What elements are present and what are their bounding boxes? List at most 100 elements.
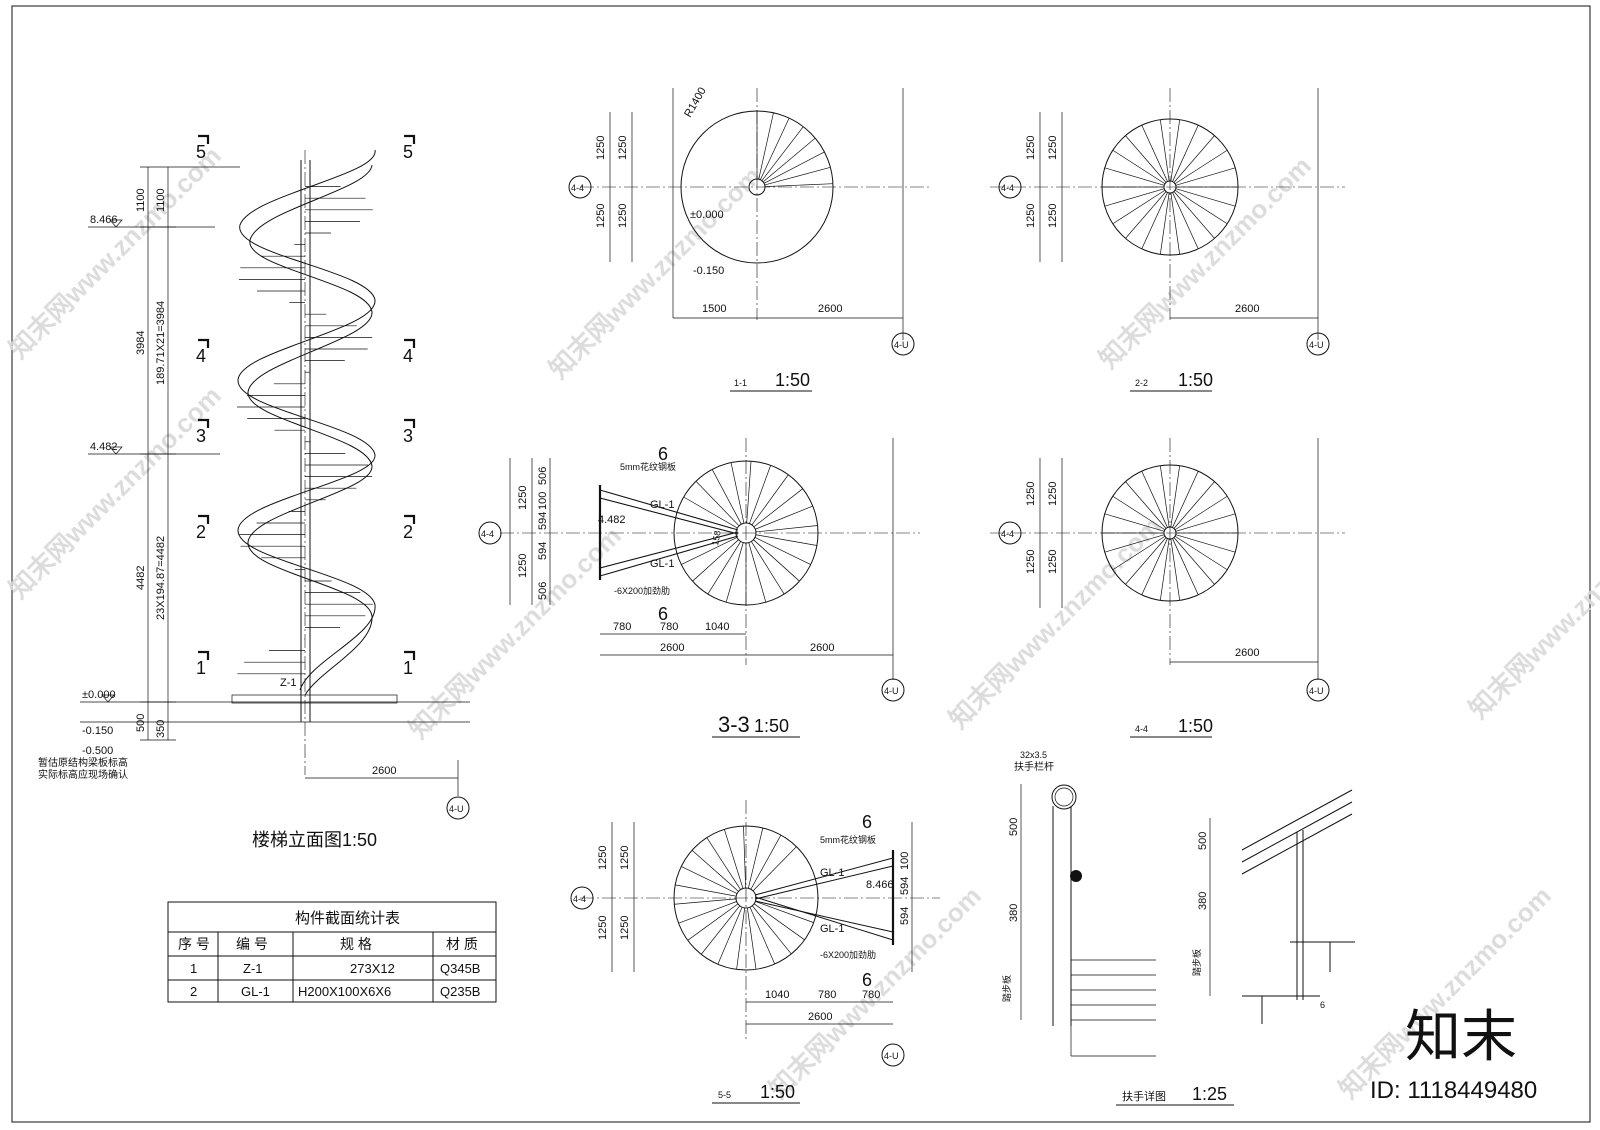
watermark-text: 知末网www.znzmo.com bbox=[1093, 150, 1317, 374]
section-mark: 6 bbox=[658, 444, 668, 464]
tread-line bbox=[700, 905, 741, 955]
tread-line bbox=[761, 126, 804, 181]
tread-line bbox=[1173, 191, 1215, 239]
tread-line bbox=[764, 183, 833, 188]
dim-label: 4482 bbox=[135, 566, 147, 590]
dim-label: 1250 bbox=[517, 554, 529, 578]
dim-label: 500 bbox=[1197, 832, 1209, 850]
dim-label: 1250 bbox=[617, 204, 629, 228]
dim-label: 780 bbox=[613, 621, 631, 633]
grid-label: 4-4 bbox=[1001, 529, 1014, 539]
dim-label: 1250 bbox=[595, 136, 607, 160]
tread-line bbox=[1125, 537, 1167, 585]
dim-label: 2600 bbox=[372, 765, 396, 777]
table-header: 材 质 bbox=[446, 936, 478, 952]
dim-label: 100 bbox=[899, 852, 911, 870]
dim-label: 350 bbox=[155, 720, 167, 738]
tread-line bbox=[1175, 513, 1236, 532]
tread-line bbox=[1174, 495, 1228, 531]
tread-line bbox=[755, 505, 813, 530]
dim-label: 594 bbox=[899, 907, 911, 925]
dim-label: 1250 bbox=[1047, 204, 1059, 228]
caption-small: 1-1 bbox=[734, 378, 747, 388]
dim-label: 1250 bbox=[1047, 550, 1059, 574]
dim-label: 500 bbox=[135, 714, 147, 732]
tread-line bbox=[752, 905, 792, 955]
weld-mark: 6 bbox=[1320, 1000, 1325, 1010]
grid-label: 4-4 bbox=[481, 529, 494, 539]
handrail-detail: 32x3.5 扶手栏杆 500 380 踏步板 500 380 踏步板 6 扶手… bbox=[1001, 750, 1355, 1106]
member-table: 构件截面统计表 序 号 编 号 规 格 材 质 1 Z-1 273X12 Q34… bbox=[167, 901, 497, 1003]
tread-line bbox=[1172, 192, 1199, 250]
tread-line bbox=[1173, 135, 1215, 183]
table-cell: 2 bbox=[190, 984, 197, 999]
tread-line bbox=[764, 166, 831, 186]
tread-line bbox=[1172, 124, 1199, 182]
table-title: 构件截面统计表 bbox=[295, 910, 400, 927]
tread-line bbox=[1125, 191, 1167, 239]
table-cell: Q235B bbox=[440, 984, 480, 999]
caption-scale: 1:50 bbox=[1178, 716, 1213, 736]
dim-label: 1250 bbox=[517, 486, 529, 510]
dim-label: 2600 bbox=[1235, 303, 1259, 315]
table-cell: 1 bbox=[190, 961, 197, 976]
plan-4-4: 1250 1250 1250 1250 4-4 2600 4-U 4-4 1:5… bbox=[990, 438, 1345, 738]
grid-label: 4-4 bbox=[1001, 183, 1014, 193]
tread-line bbox=[760, 117, 790, 180]
tread-line bbox=[1159, 538, 1170, 601]
grid-label: 4-4 bbox=[573, 894, 586, 904]
dim-label: 500 bbox=[1008, 818, 1020, 836]
column-label: Z-1 bbox=[280, 677, 297, 689]
table-cell: Z-1 bbox=[243, 961, 263, 976]
tread-lines bbox=[674, 826, 814, 970]
table-header: 编 号 bbox=[236, 936, 268, 952]
plate-label: 5mm花纹钢板 bbox=[620, 461, 676, 472]
tread-line bbox=[711, 469, 742, 525]
tread-line bbox=[752, 846, 797, 892]
tread-line bbox=[1104, 167, 1165, 186]
tread-line bbox=[675, 884, 737, 897]
section-mark: 5 bbox=[196, 142, 206, 162]
tread-line bbox=[678, 901, 737, 924]
caption-small: 2-2 bbox=[1135, 378, 1148, 388]
tread-line bbox=[1175, 167, 1236, 186]
watermark-text: 知末网www.znzmo.com bbox=[403, 520, 627, 744]
tread-lines bbox=[1102, 465, 1238, 601]
tread-line bbox=[755, 901, 814, 923]
tread-line bbox=[1170, 538, 1181, 601]
beam-label: GL-1 bbox=[650, 558, 674, 570]
grid-label: 4-4 bbox=[571, 183, 584, 193]
tread-line bbox=[750, 834, 782, 890]
tread-line bbox=[1174, 535, 1228, 571]
watermark-text: 知末网www.znzmo.com bbox=[543, 160, 767, 384]
pipe-label: 32x3.5 bbox=[1020, 750, 1047, 760]
dim-label: 1250 bbox=[597, 846, 609, 870]
grid-label: 4-U bbox=[1309, 340, 1324, 350]
tread-line bbox=[692, 539, 739, 582]
tread-line bbox=[1141, 124, 1168, 182]
dim-label: 1250 bbox=[1025, 204, 1037, 228]
dim-label: 1250 bbox=[597, 916, 609, 940]
dim-label: 594 bbox=[537, 542, 549, 560]
tread-line bbox=[1125, 481, 1167, 529]
watermark-text: 知末网www.znzmo.com bbox=[1333, 880, 1557, 1104]
dim-label: 1100 bbox=[155, 188, 167, 212]
section-mark: 3 bbox=[196, 426, 206, 446]
elevation-dimensions: 1100 3984 4482 500 1100 189.71X21=3984 2… bbox=[135, 166, 240, 741]
side-label: 踏步板 bbox=[1191, 949, 1202, 976]
level-label: 4.482 bbox=[90, 441, 118, 453]
dim-label: 1250 bbox=[617, 136, 629, 160]
dim-label: 1250 bbox=[1047, 136, 1059, 160]
level-label: -0.150 bbox=[82, 725, 113, 737]
caption-small: 4-4 bbox=[1135, 724, 1148, 734]
table-cell: Q345B bbox=[440, 961, 480, 976]
watermark-id: ID: 1118449480 bbox=[1370, 1077, 1537, 1104]
caption: 扶手详图 bbox=[1122, 1089, 1166, 1103]
dim-label: 594 bbox=[899, 877, 911, 895]
tread-line bbox=[1125, 135, 1167, 183]
tread-line bbox=[1104, 513, 1165, 532]
tread-line bbox=[681, 866, 738, 894]
tread-lines bbox=[681, 461, 818, 605]
grid-label: 4-U bbox=[884, 686, 899, 696]
dim-label: 1040 bbox=[765, 989, 789, 1001]
